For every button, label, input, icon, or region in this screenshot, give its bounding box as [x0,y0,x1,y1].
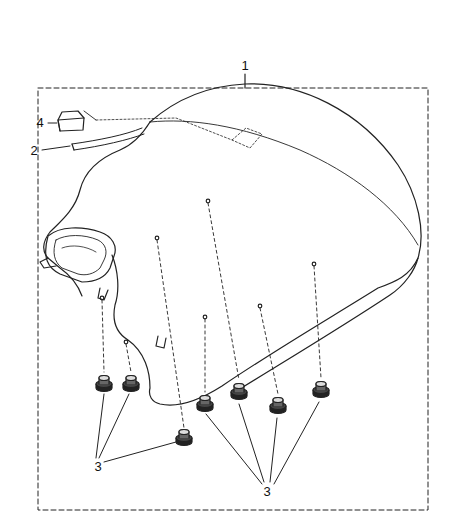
grommet [96,376,329,446]
seat [40,84,421,405]
callout-number: 3 [262,485,271,499]
callout-number: 3 [93,460,102,474]
seat-pad [48,111,96,131]
callout-number: 2 [29,144,38,158]
callout-number: 4 [35,116,44,130]
leader-line [244,74,245,88]
leader-line [42,146,70,150]
callout-number: 1 [240,59,249,73]
drop-line [102,203,321,428]
kit-frame [38,88,428,510]
leader-line [96,394,319,484]
